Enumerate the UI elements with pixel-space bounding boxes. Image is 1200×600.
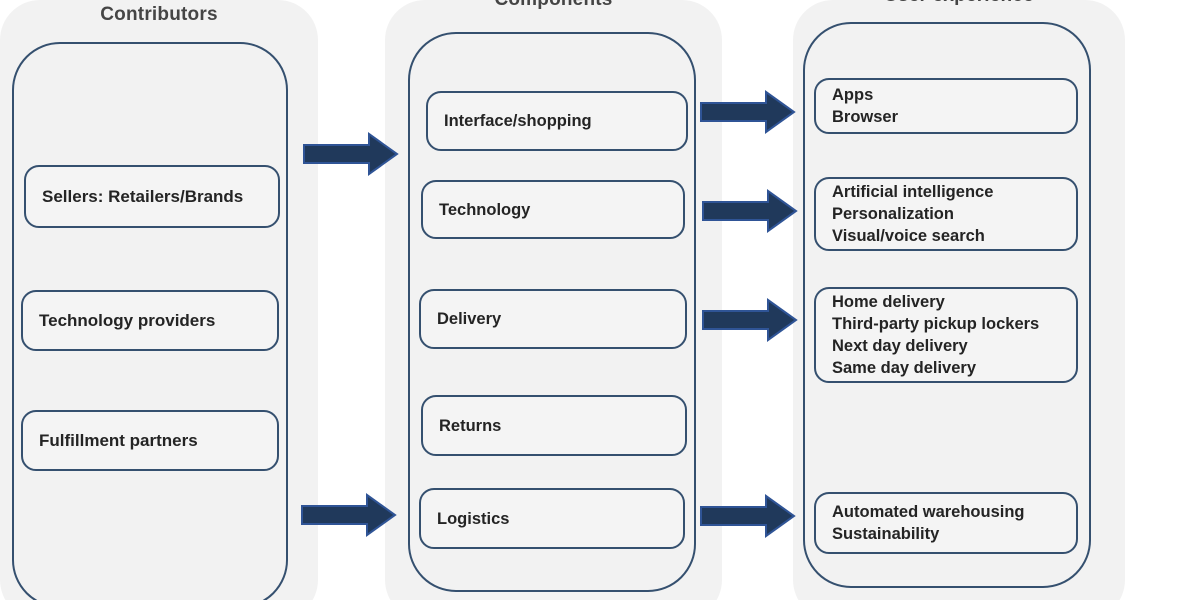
user-experience-title: User experience <box>793 0 1125 7</box>
item-label: Third-party pickup lockers <box>832 315 1040 333</box>
item-box-technology-providers: Technology providers <box>21 290 279 351</box>
item-box-warehousing-sustainability: Automated warehousing Sustainability <box>814 492 1078 554</box>
item-label: Browser <box>832 108 899 126</box>
contributors-title: Contributors <box>100 4 218 25</box>
item-label: Fulfillment partners <box>39 430 198 450</box>
item-label: Home delivery <box>832 293 945 311</box>
item-label: Next day delivery <box>832 337 968 355</box>
arrow-right-icon <box>301 493 397 537</box>
item-label: Sustainability <box>832 525 940 543</box>
item-box-apps-browser: Apps Browser <box>814 78 1078 134</box>
item-label: Visual/voice search <box>832 227 985 245</box>
item-label: Delivery <box>437 310 502 328</box>
item-label: Returns <box>439 416 502 435</box>
item-label: Interface/shopping <box>444 112 592 130</box>
item-box-delivery-options: Home delivery Third-party pickup lockers… <box>814 287 1078 383</box>
item-box-ai-personalization: Artificial intelligence Personalization … <box>814 177 1078 251</box>
item-label: Automated warehousing <box>832 503 1025 521</box>
item-box-returns: Returns <box>421 395 687 456</box>
item-label: Sellers: Retailers/Brands <box>42 186 244 206</box>
item-label: Same day delivery <box>832 359 977 377</box>
arrow-right-icon <box>700 494 796 538</box>
item-label: Personalization <box>832 205 954 223</box>
item-label: Apps <box>832 86 874 104</box>
item-box-logistics: Logistics <box>419 488 685 549</box>
arrow-right-icon <box>702 189 798 233</box>
arrow-right-icon <box>702 298 798 342</box>
item-label: Technology <box>439 200 531 219</box>
item-label: Technology providers <box>39 310 216 330</box>
arrow-right-icon <box>303 132 399 176</box>
item-box-technology: Technology <box>421 180 685 239</box>
item-box-fulfillment-partners: Fulfillment partners <box>21 410 279 471</box>
arrow-right-icon <box>700 90 796 134</box>
item-box-interface-shopping: Interface/shopping <box>426 91 688 151</box>
components-container <box>408 32 696 592</box>
contributors-container <box>12 42 288 600</box>
item-label: Artificial intelligence <box>832 183 994 201</box>
components-title: Components <box>385 0 722 11</box>
item-label: Logistics <box>437 509 510 528</box>
item-box-sellers: Sellers: Retailers/Brands <box>24 165 280 228</box>
user-experience-container <box>803 22 1091 588</box>
item-box-delivery: Delivery <box>419 289 687 349</box>
